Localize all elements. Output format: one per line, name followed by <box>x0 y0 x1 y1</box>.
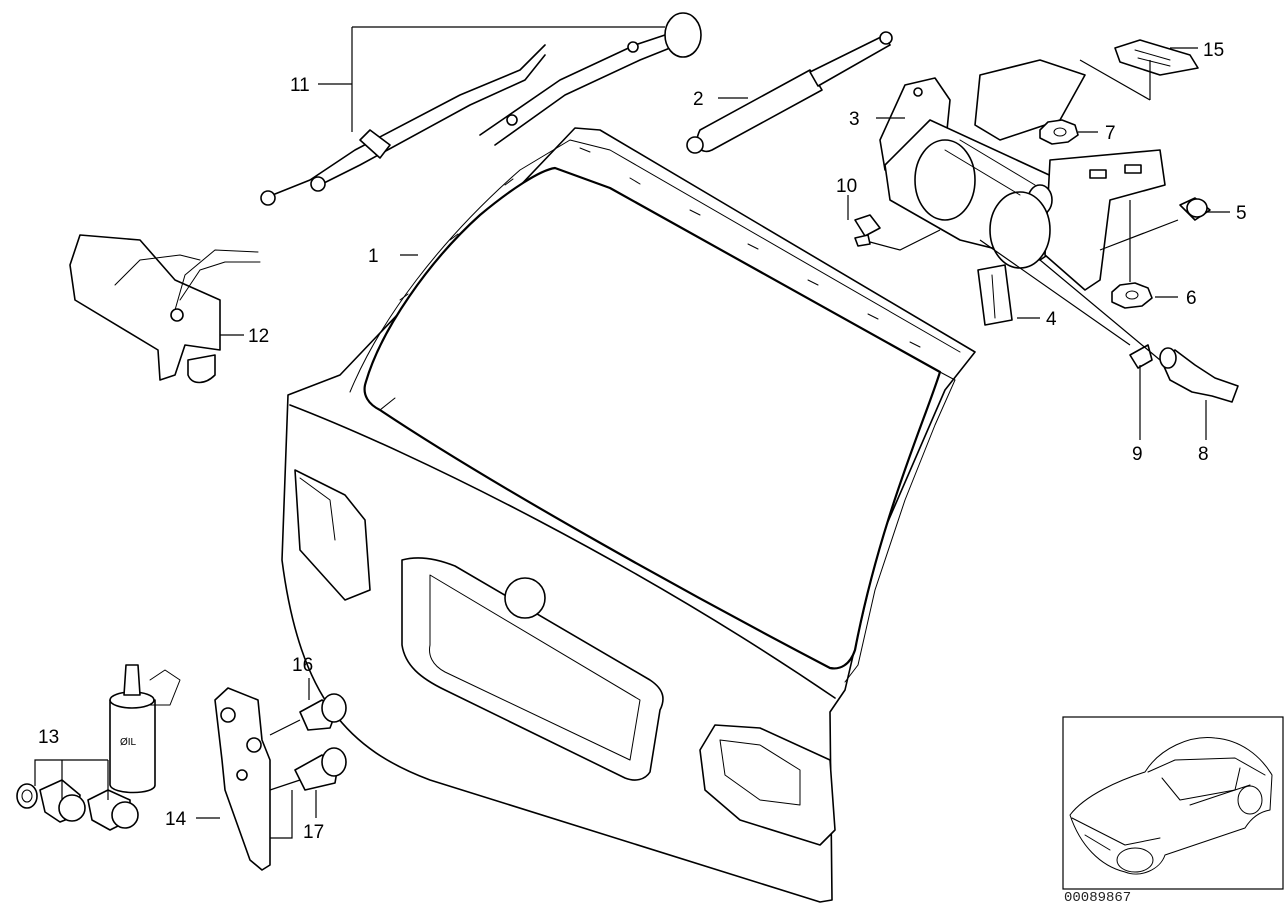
callout-3: 3 <box>849 109 860 130</box>
callout-15: 15 <box>1203 40 1224 61</box>
hex-nut-6-part <box>1111 282 1153 309</box>
diagram-code: 00089867 <box>1064 890 1131 906</box>
callout-8: 8 <box>1198 444 1209 465</box>
plate-15-part <box>1114 39 1199 76</box>
shim-plate-part <box>977 264 1013 326</box>
bolt-set-13-part <box>16 779 139 831</box>
cable-harness-part <box>260 12 702 206</box>
oil-canister-part: ØIL <box>109 664 181 794</box>
bolt-16-part <box>299 693 347 731</box>
callout-5: 5 <box>1236 203 1247 224</box>
pin-part <box>1159 347 1239 403</box>
callout-14: 14 <box>165 809 187 830</box>
callout-6: 6 <box>1186 288 1197 309</box>
car-thumbnail <box>1062 716 1284 890</box>
callout-17: 17 <box>303 822 324 843</box>
callout-12: 12 <box>248 326 269 347</box>
callout-4: 4 <box>1046 309 1057 330</box>
callout-7: 7 <box>1105 123 1116 144</box>
callout-10: 10 <box>836 176 857 197</box>
bracket-12-part <box>69 234 261 384</box>
hex-nut-7-part <box>1039 119 1079 145</box>
callout-2: 2 <box>693 89 704 110</box>
circlip-10-part <box>854 214 881 237</box>
callout-1: 1 <box>368 246 379 267</box>
callout-16: 16 <box>292 655 313 676</box>
gas-strut-part <box>686 31 893 154</box>
clip-nut-part <box>1179 197 1211 221</box>
callout-labels: 1 2 3 4 5 6 7 8 9 10 11 12 13 14 15 16 1… <box>38 40 1247 843</box>
tailgate-part <box>281 127 976 903</box>
callout-9: 9 <box>1132 444 1143 465</box>
hinge-part <box>879 59 1166 291</box>
callout-13: 13 <box>38 727 59 748</box>
callout-11: 11 <box>290 75 310 96</box>
leader-lines <box>34 26 1230 839</box>
oil-marking: ØIL <box>120 737 137 748</box>
bolt-17-part <box>294 747 347 791</box>
circlip-9-part <box>1129 344 1153 369</box>
